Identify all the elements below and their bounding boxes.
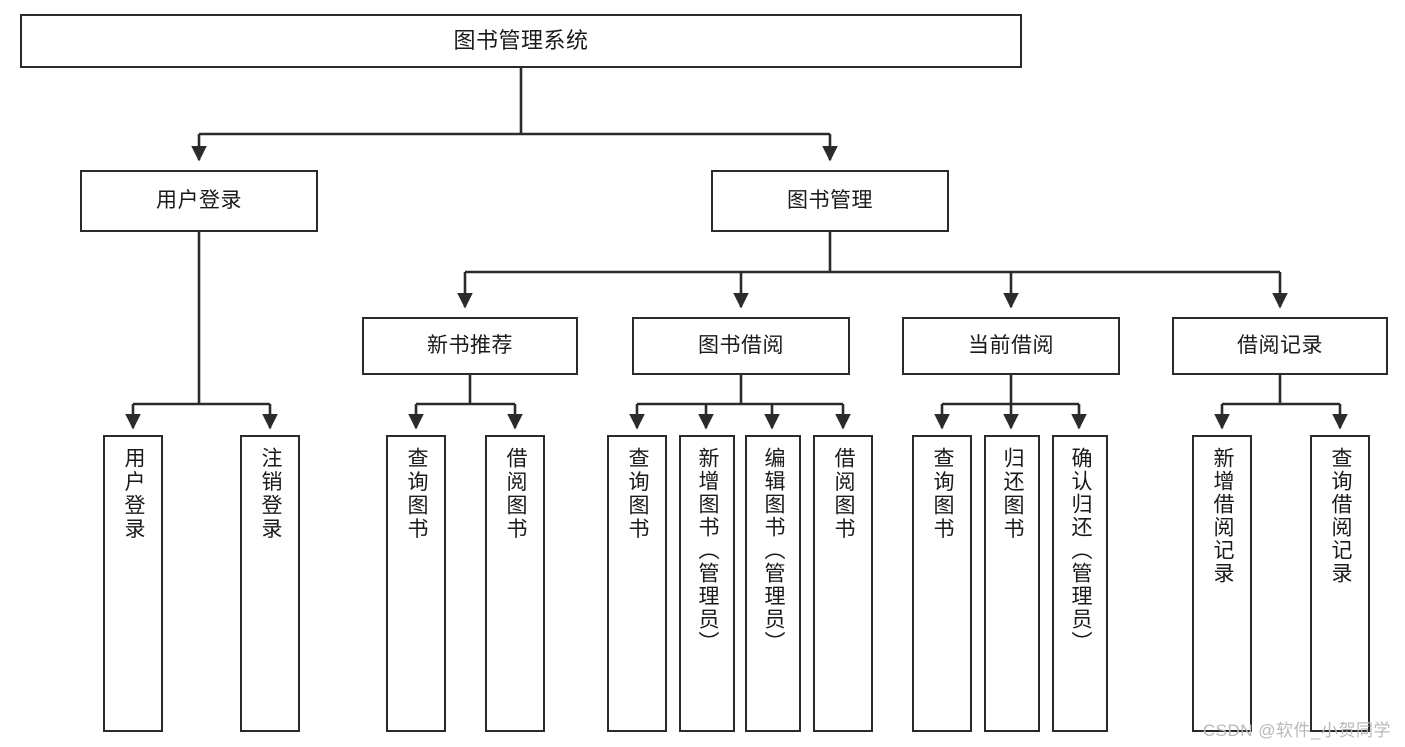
node-leaf-add-record-label: 新增借阅记录 <box>1211 447 1235 585</box>
node-leaf-add-record[interactable]: 新增借阅记录 <box>1192 435 1252 732</box>
node-root[interactable]: 图书管理系统 <box>20 14 1022 68</box>
node-new-book-rec[interactable]: 新书推荐 <box>362 317 578 375</box>
node-leaf-add-book[interactable]: 新增图书（管理员） <box>679 435 735 732</box>
node-book-manage[interactable]: 图书管理 <box>711 170 949 232</box>
node-user-login-label: 用户登录 <box>156 188 242 212</box>
node-leaf-query-record-label: 查询借阅记录 <box>1329 447 1353 585</box>
node-leaf-return-book-label: 归还图书 <box>1001 447 1025 541</box>
node-current-borrow[interactable]: 当前借阅 <box>902 317 1120 375</box>
node-borrow-record-label: 借阅记录 <box>1237 333 1323 357</box>
node-user-login[interactable]: 用户登录 <box>80 170 318 232</box>
node-leaf-borrow-book-2-label: 借阅图书 <box>832 447 856 541</box>
node-root-label: 图书管理系统 <box>453 28 589 54</box>
node-borrow-record[interactable]: 借阅记录 <box>1172 317 1388 375</box>
node-leaf-query-book-2[interactable]: 查询图书 <box>607 435 667 732</box>
node-leaf-confirm-return-label: 确认归还（管理员） <box>1069 447 1093 654</box>
node-leaf-query-book-2-label: 查询图书 <box>626 447 650 541</box>
node-leaf-query-book-3-label: 查询图书 <box>931 447 955 541</box>
node-leaf-borrow-book-2[interactable]: 借阅图书 <box>813 435 873 732</box>
node-current-borrow-label: 当前借阅 <box>968 333 1054 357</box>
node-leaf-logout[interactable]: 注销登录 <box>240 435 300 732</box>
node-leaf-confirm-return[interactable]: 确认归还（管理员） <box>1052 435 1108 732</box>
node-leaf-logout-label: 注销登录 <box>259 447 283 541</box>
node-leaf-query-book-3[interactable]: 查询图书 <box>912 435 972 732</box>
node-leaf-query-book-1[interactable]: 查询图书 <box>386 435 446 732</box>
node-book-borrow[interactable]: 图书借阅 <box>632 317 850 375</box>
node-leaf-add-book-label: 新增图书（管理员） <box>696 447 720 654</box>
node-leaf-return-book[interactable]: 归还图书 <box>984 435 1040 732</box>
node-book-borrow-label: 图书借阅 <box>698 333 784 357</box>
node-leaf-query-book-1-label: 查询图书 <box>405 447 429 541</box>
node-leaf-user-login[interactable]: 用户登录 <box>103 435 163 732</box>
node-leaf-edit-book[interactable]: 编辑图书（管理员） <box>745 435 801 732</box>
watermark-text: CSDN @软件_小贺同学 <box>1202 721 1391 740</box>
node-leaf-query-record[interactable]: 查询借阅记录 <box>1310 435 1370 732</box>
node-book-manage-label: 图书管理 <box>787 188 873 212</box>
node-leaf-user-login-label: 用户登录 <box>122 447 146 541</box>
node-leaf-borrow-book-1-label: 借阅图书 <box>504 447 528 541</box>
node-new-book-rec-label: 新书推荐 <box>427 333 513 357</box>
node-leaf-borrow-book-1[interactable]: 借阅图书 <box>485 435 545 732</box>
node-leaf-edit-book-label: 编辑图书（管理员） <box>762 447 786 654</box>
